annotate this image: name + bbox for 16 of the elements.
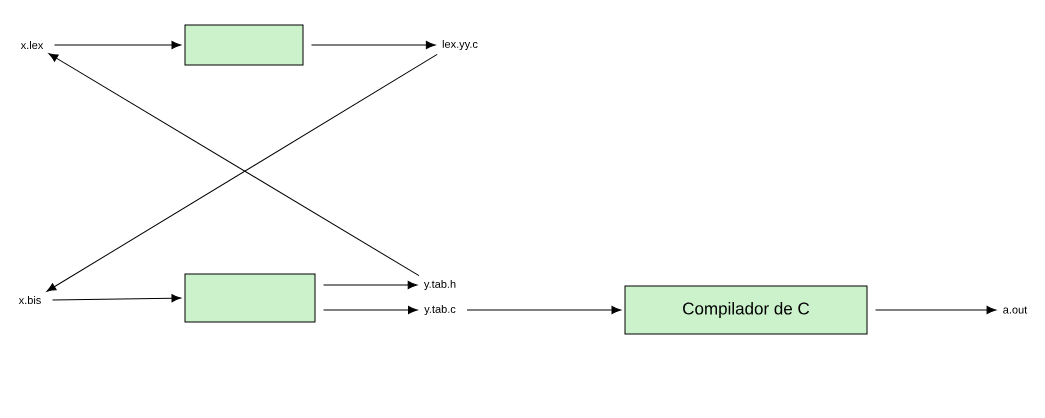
- file-label: y.tab.h: [423, 279, 456, 291]
- arrow: [54, 40, 182, 50]
- arrow: [323, 305, 418, 315]
- file-label: a.out: [1003, 306, 1028, 314]
- arrow: [875, 305, 997, 315]
- arrow: [323, 280, 418, 290]
- file-label: y.tab.c: [424, 304, 456, 316]
- file-label: x.bis: [18, 295, 41, 305]
- process-box: [184, 273, 316, 323]
- process-box: Compilador de C: [624, 285, 868, 335]
- arrow: [52, 294, 182, 303]
- arrow: [311, 40, 436, 50]
- file-label: x.lex: [20, 40, 44, 50]
- arrow: [466, 305, 622, 315]
- file-label: lex.yy.c: [442, 39, 478, 51]
- process-box: [184, 24, 304, 66]
